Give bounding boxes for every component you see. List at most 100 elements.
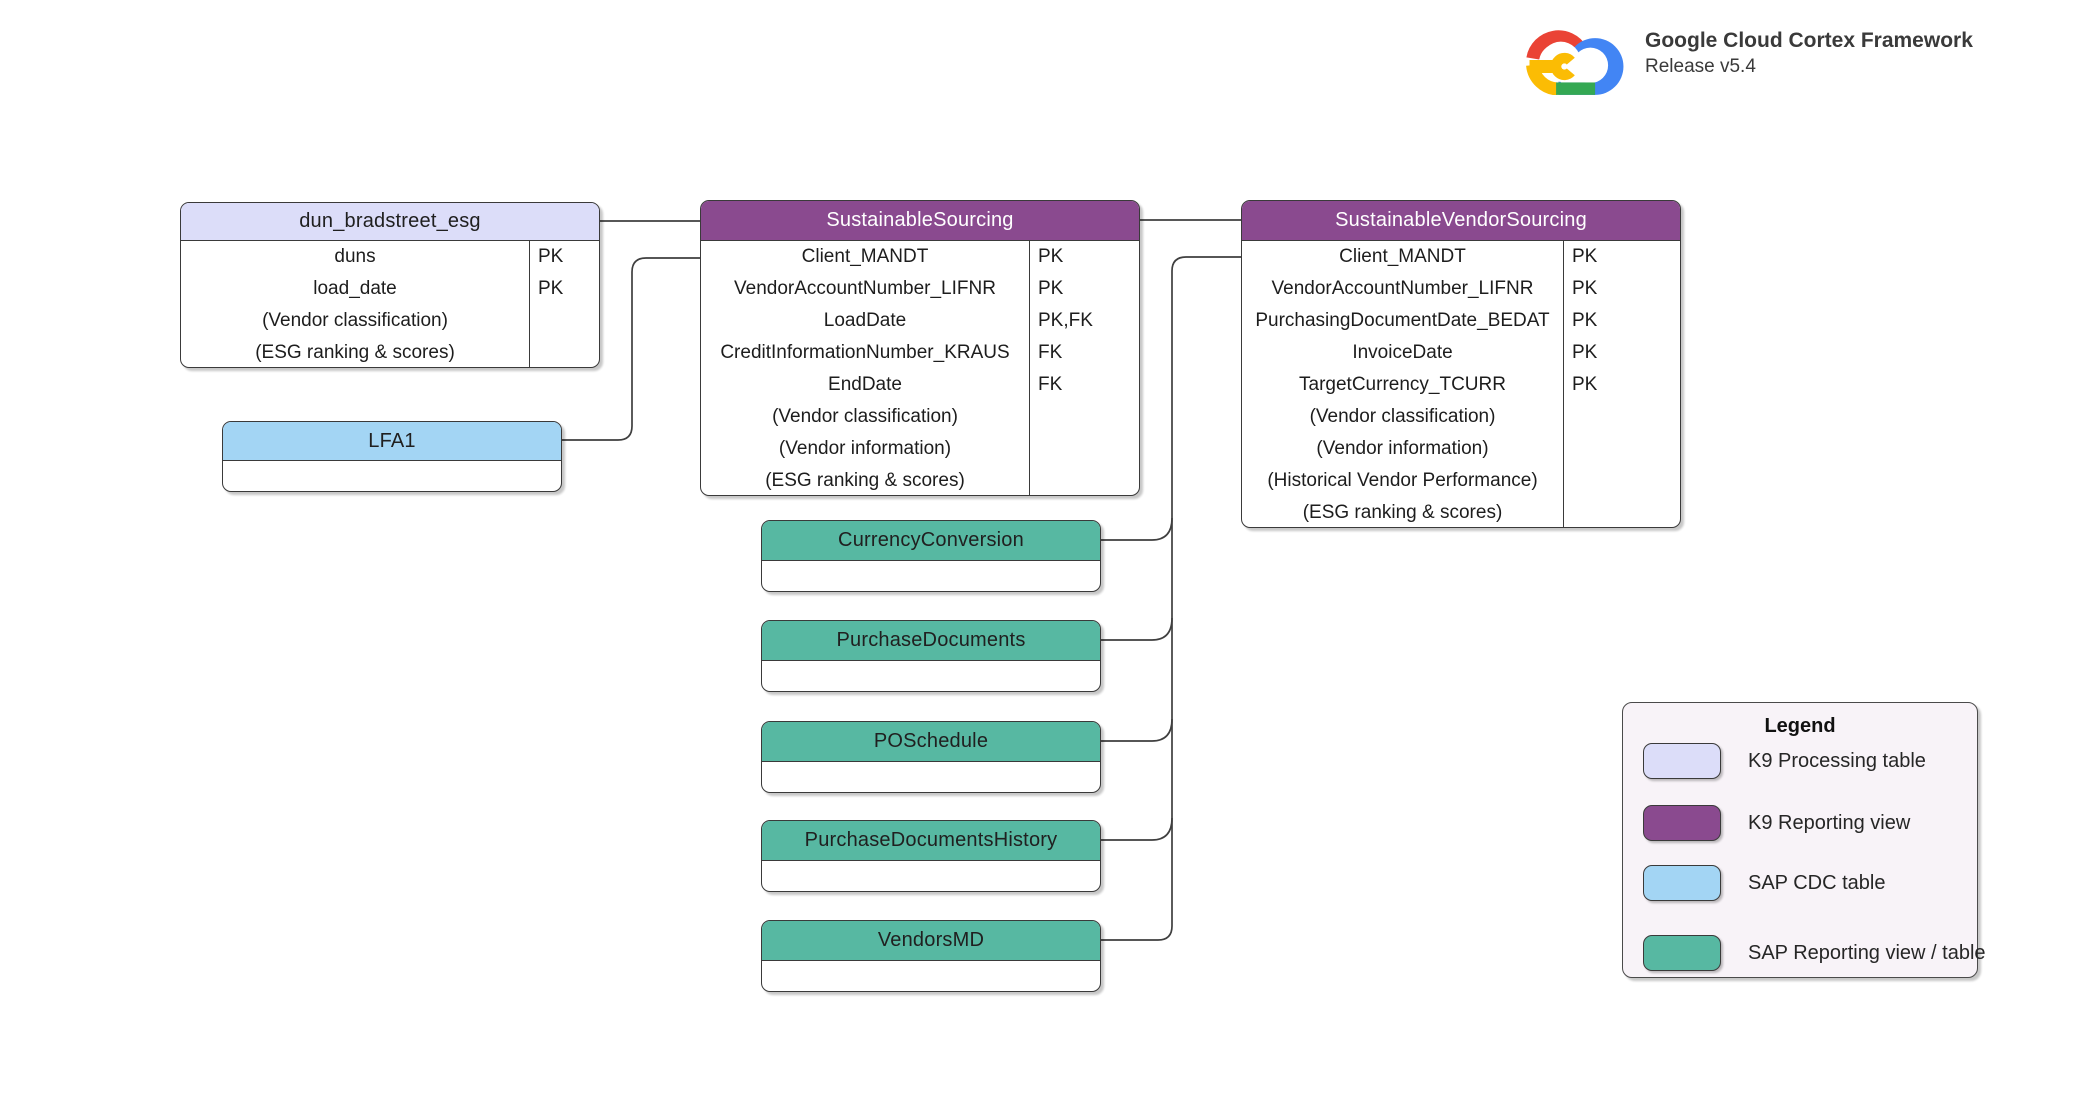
field-key: PK <box>529 241 599 273</box>
legend-title: Legend <box>1764 715 1836 737</box>
field-name: (Vendor information) <box>778 438 952 459</box>
entity-table-body <box>762 961 1100 991</box>
field-name: (Historical Vendor Performance) <box>1267 470 1538 491</box>
legend-item-sap_reporting: SAP Reporting view / table <box>1623 935 1986 971</box>
field-name: LoadDate <box>823 310 907 331</box>
field-key: FK <box>1029 369 1139 401</box>
brand-header: Google Cloud Cortex Framework Release v5… <box>1523 12 1973 95</box>
field-name <box>762 961 1100 991</box>
field-name <box>762 661 1100 691</box>
field-key <box>529 305 599 337</box>
legend-swatch-sap_reporting <box>1643 935 1721 971</box>
table-row: (ESG ranking & scores) <box>701 465 1139 495</box>
entity-table-title: LFA1 <box>223 422 561 461</box>
legend-box: Legend K9 Processing table K9 Reporting v… <box>1622 702 1986 978</box>
field-name: (Vendor information) <box>1316 438 1489 459</box>
field-key <box>1029 401 1139 433</box>
table-row <box>762 661 1100 691</box>
field-key <box>1563 433 1680 465</box>
field-key: PK,FK <box>1029 305 1139 337</box>
entity-table-title: POSchedule <box>762 722 1100 762</box>
legend-label: SAP Reporting view / table <box>1748 941 1986 964</box>
table-row: (Vendor information) <box>701 433 1139 465</box>
entity-table-CurrencyConversion: CurrencyConversion <box>761 520 1101 592</box>
field-key: PK <box>1563 273 1680 305</box>
field-key <box>1563 401 1680 433</box>
field-name: (Vendor classification) <box>1309 406 1496 427</box>
legend-label: K9 Reporting view <box>1748 811 1911 834</box>
table-row: Client_MANDT PK <box>1242 241 1680 273</box>
field-key: PK <box>1029 241 1139 273</box>
legend-item-k9_reporting: K9 Reporting view <box>1623 805 1977 841</box>
field-key <box>1029 465 1139 495</box>
table-row <box>762 762 1100 792</box>
table-row: (ESG ranking & scores) <box>1242 497 1680 527</box>
entity-table-body <box>762 661 1100 691</box>
table-row: (Historical Vendor Performance) <box>1242 465 1680 497</box>
field-key <box>1563 497 1680 527</box>
field-name: InvoiceDate <box>1352 342 1453 363</box>
field-name: duns <box>334 246 376 267</box>
field-name: TargetCurrency_TCURR <box>1299 374 1506 395</box>
field-key: PK <box>1563 241 1680 273</box>
connector-poschedule-to-trunk <box>1101 718 1173 742</box>
legend-item-sap_cdc: SAP CDC table <box>1623 865 1977 901</box>
field-name: PurchasingDocumentDate_BEDAT <box>1255 310 1550 331</box>
legend-swatch-k9_reporting <box>1643 805 1721 841</box>
legend-item-k9_processing: K9 Processing table <box>1623 743 1977 779</box>
entity-table-body <box>762 762 1100 792</box>
google-cloud-logo-icon <box>1526 30 1624 95</box>
table-row: VendorAccountNumber_LIFNR PK <box>1242 273 1680 305</box>
field-name: Client_MANDT <box>801 246 929 267</box>
field-name: (Vendor classification) <box>772 406 958 427</box>
field-name <box>223 461 561 491</box>
table-row <box>762 561 1100 591</box>
field-key <box>1029 433 1139 465</box>
legend-label: SAP CDC table <box>1748 871 1886 894</box>
field-name: CreditInformationNumber_KRAUS <box>720 342 1010 363</box>
legend-swatch-k9_processing <box>1643 743 1721 779</box>
table-row: (Vendor information) <box>1242 433 1680 465</box>
entity-table-title: PurchaseDocumentsHistory <box>762 821 1100 861</box>
legend-label: K9 Processing table <box>1748 749 1926 772</box>
table-row: Client_MANDT PK <box>701 241 1139 273</box>
entity-table-title: PurchaseDocuments <box>762 621 1100 661</box>
legend-swatch-sap_cdc <box>1643 865 1721 901</box>
table-row: (ESG ranking & scores) <box>181 337 599 367</box>
entity-table-body <box>762 861 1100 891</box>
field-name: (ESG ranking & scores) <box>255 342 455 363</box>
field-key: PK <box>1563 369 1680 401</box>
table-row: LoadDate PK,FK <box>701 305 1139 337</box>
connector-purchasedocuments-to-trunk <box>1101 617 1173 641</box>
table-row <box>762 961 1100 991</box>
field-name: (ESG ranking & scores) <box>1302 502 1503 523</box>
entity-table-body: Client_MANDT PK VendorAccountNumber_LIFNR P… <box>701 241 1139 495</box>
brand-subtitle: Release v5.4 <box>1645 56 1756 78</box>
connector-currencyconversion-to-trunk <box>1101 517 1173 541</box>
entity-table-body: Client_MANDT PK VendorAccountNumber_LIFNR P… <box>1242 241 1680 527</box>
connector-trunk-sustainablevendorsourcing-to-vendorsmd <box>1101 256 1241 941</box>
table-row: (Vendor classification) <box>181 305 599 337</box>
field-name <box>762 861 1100 891</box>
entity-table-title: CurrencyConversion <box>762 521 1100 561</box>
table-row <box>762 861 1100 891</box>
field-name <box>762 762 1100 792</box>
field-name: load_date <box>313 278 397 299</box>
field-key: PK <box>529 273 599 305</box>
connector-lfa1-to-sustainablesourcing <box>562 257 700 441</box>
field-name: VendorAccountNumber_LIFNR <box>734 278 996 299</box>
field-name: EndDate <box>828 374 902 395</box>
field-name: (ESG ranking & scores) <box>765 470 965 491</box>
field-name: VendorAccountNumber_LIFNR <box>1271 278 1534 299</box>
entity-table-body <box>223 461 561 491</box>
field-name: Client_MANDT <box>1339 246 1466 267</box>
table-row: duns PK <box>181 241 599 273</box>
